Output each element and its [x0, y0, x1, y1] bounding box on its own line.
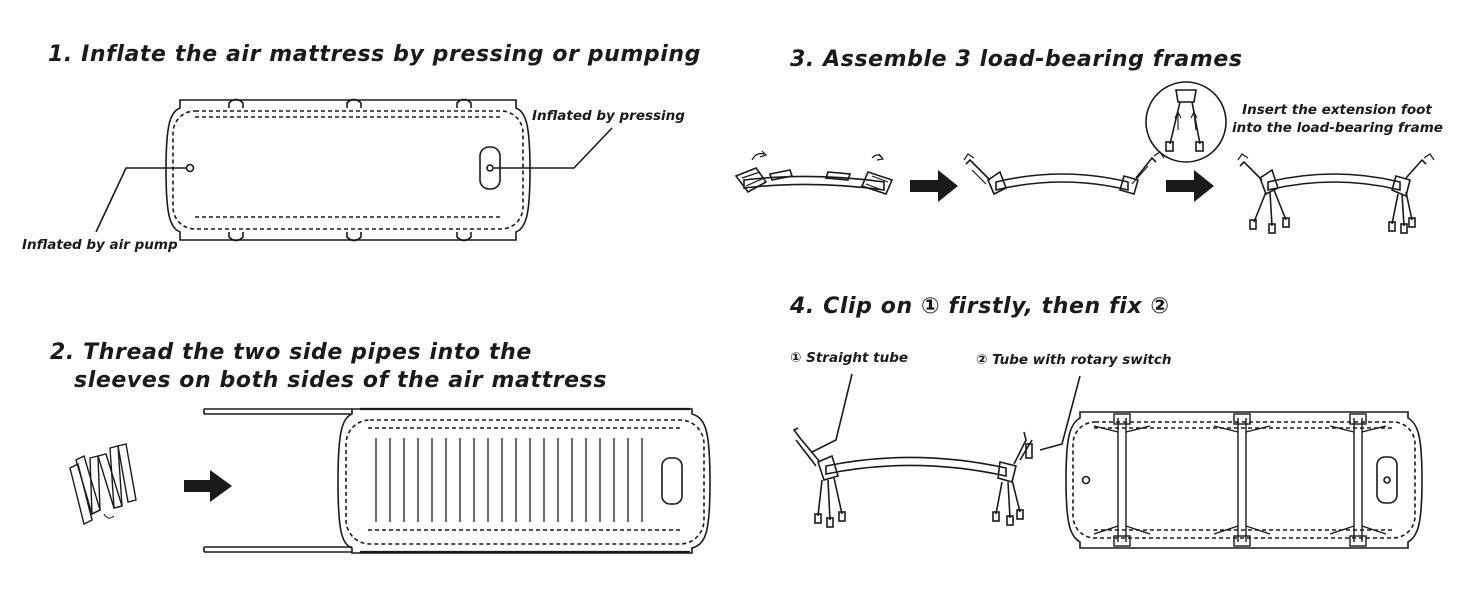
- step2-illustration: [69, 407, 711, 554]
- step2-title-line1: 2. Thread the two side pipes into the: [50, 340, 532, 365]
- sleeve-pipes: [203, 408, 352, 553]
- leader-line-pressing: [494, 127, 613, 169]
- step2-title-line2: sleeves on both sides of the air mattres…: [74, 368, 608, 393]
- step3-note-line1: Insert the extension foot: [1242, 102, 1432, 118]
- step3-note-line2: into the load-bearing frame: [1232, 120, 1443, 136]
- step1-mattress: [95, 98, 613, 242]
- step3-illustration: [734, 81, 1435, 234]
- label-inflated-by-pressing: Inflated by pressing: [532, 108, 685, 124]
- arrow-right-icon: [184, 470, 232, 502]
- cross-frames: [1093, 413, 1387, 547]
- folded-frame: [734, 150, 894, 195]
- step4-illustration: [792, 373, 1423, 549]
- label-straight-tube: ① Straight tube: [790, 350, 909, 366]
- leader-line-rotary-tube: [1039, 375, 1081, 451]
- arrow-right-icon: [910, 170, 958, 202]
- detail-magnifier: [1145, 81, 1227, 163]
- arrow-right-icon: [1166, 170, 1214, 202]
- step4-title: 4. Clip on ① firstly, then fix ②: [790, 294, 1170, 319]
- label-inflated-by-air-pump: Inflated by air pump: [22, 237, 178, 253]
- leader-line-straight-tube: [811, 373, 853, 453]
- step3-title: 3. Assemble 3 load-bearing frames: [790, 47, 1243, 72]
- folded-side-pipe: [69, 443, 137, 526]
- leader-line-air-pump: [95, 167, 186, 233]
- label-tube-with-rotary-switch: ② Tube with rotary switch: [976, 352, 1172, 368]
- step1-title: 1. Inflate the air mattress by pressing …: [48, 42, 702, 67]
- quilting-lines: [375, 438, 643, 522]
- unfolded-frame: [963, 151, 1165, 196]
- frame-with-legs: [1237, 153, 1435, 234]
